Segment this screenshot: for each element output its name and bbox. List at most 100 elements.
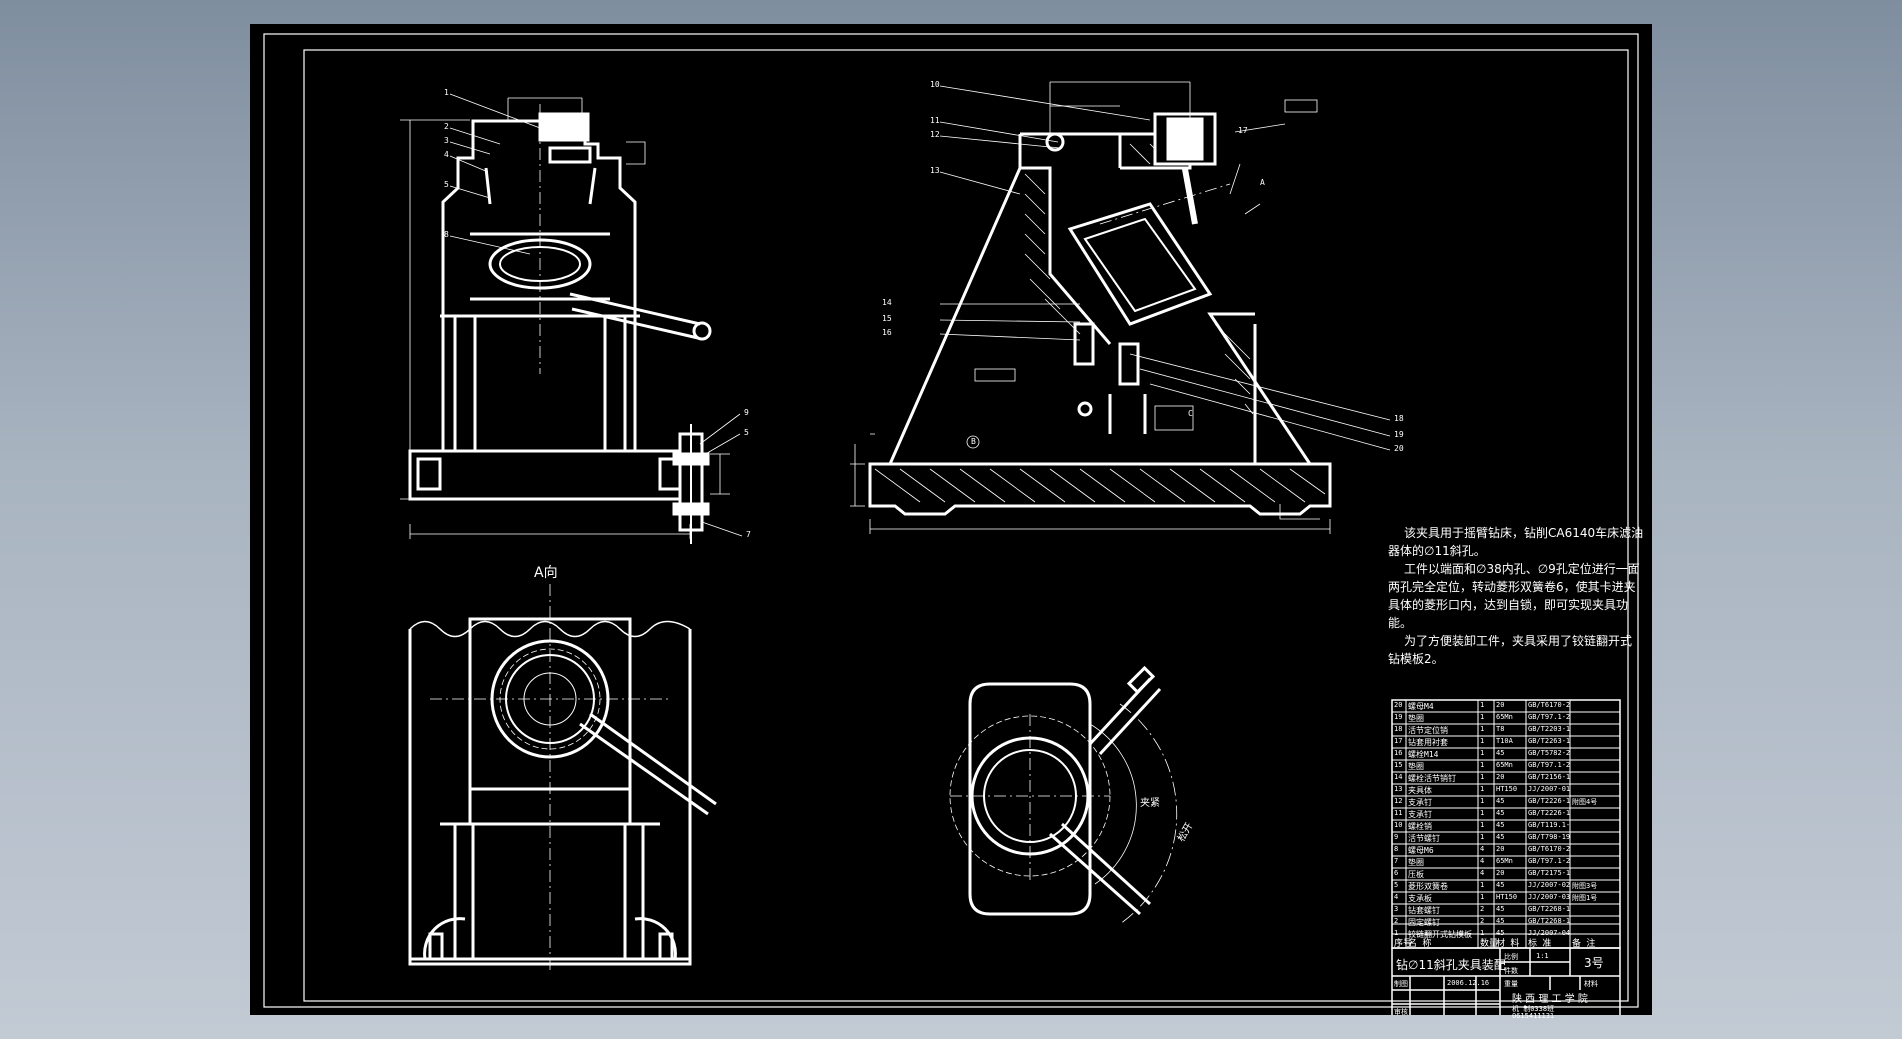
- front-view-dims: [400, 93, 743, 539]
- bom-cell-name: 支承钉: [1408, 798, 1432, 807]
- bom-cell-no: 19: [1394, 713, 1403, 721]
- bom-header-mat: 材 料: [1496, 939, 1520, 949]
- bom-cell-mat: 45: [1496, 833, 1505, 841]
- callout-18: 18: [1394, 414, 1404, 423]
- rotation-detail-arcs: [949, 703, 1178, 925]
- side-view: [868, 132, 1332, 516]
- callout-5: 5: [444, 180, 449, 189]
- bom-cell-mat: 65Mn: [1496, 857, 1513, 865]
- title-weight-label: 重量: [1504, 980, 1518, 988]
- bom-cell-qty: 1: [1480, 737, 1485, 745]
- bom-cell-no: 18: [1394, 725, 1403, 733]
- bom-cell-name: 垫圈: [1408, 714, 1424, 723]
- note-line-5: 具体的菱形口内，达到自锁，即可实现夹具功: [1388, 598, 1629, 612]
- bom-cell-std: GB/T2226-1991: [1528, 809, 1570, 817]
- note-line-3: 工件以端面和∅38内孔、∅9孔定位进行一面: [1404, 562, 1640, 576]
- bom-cell-no: 12: [1394, 797, 1403, 805]
- title-drawn-label: 制图: [1394, 980, 1408, 988]
- bom-cell-mat: 45: [1496, 917, 1505, 925]
- bom-cell-qty: 2: [1480, 917, 1485, 925]
- bom-cell-std: GB/T97.1-2002: [1528, 761, 1570, 769]
- bom-header-name: 名 称: [1408, 939, 1432, 949]
- bom-cell-std: JJ/2007-02: [1528, 881, 1570, 889]
- bom-cell-note: 附图1号: [1572, 894, 1598, 902]
- bom-cell-std: GB/T2263-1991: [1528, 737, 1570, 745]
- bom-cell-std: GB/T119.1-2000: [1528, 821, 1570, 829]
- note-line-6: 能。: [1388, 616, 1413, 630]
- bom-cell-no: 7: [1394, 857, 1399, 865]
- bom-cell-no: 17: [1394, 737, 1403, 745]
- bom-cell-no: 15: [1394, 761, 1403, 769]
- note-line-4: 两孔完全定位，转动菱形双簧卷6，使其卡进夹: [1388, 580, 1636, 594]
- outer-frame: [263, 33, 1639, 1008]
- bom-cell-qty: 1: [1480, 785, 1485, 793]
- bom-cell-mat: 65Mn: [1496, 761, 1513, 769]
- bom-cell-qty: 1: [1480, 809, 1485, 817]
- bom-cell-std: GB/T798-1988: [1528, 833, 1570, 841]
- callout-11: 11: [930, 116, 940, 125]
- bom-cell-name: 压板: [1408, 870, 1424, 879]
- bom-cell-name: 螺栓活节销钉: [1408, 774, 1456, 783]
- section-mark-b: B: [971, 437, 976, 446]
- callout-19: 19: [1394, 430, 1404, 439]
- bom-cell-std: GB/T6170-2000: [1528, 701, 1570, 709]
- title-scale-value: 1:1: [1536, 952, 1549, 960]
- bom-cell-name: 钻套螺钉: [1408, 906, 1440, 915]
- title-sheet-label: 件数: [1504, 967, 1518, 975]
- bom-cell-name: 螺栓销: [1408, 822, 1432, 831]
- bom-cell-mat: HT150: [1496, 893, 1518, 901]
- bom-cell-std: GB/T5782-2000: [1528, 749, 1570, 757]
- title-school: 陕 西 理 工 学 院: [1512, 994, 1588, 1005]
- title-student-id: 0615411131: [1512, 1012, 1555, 1020]
- bom-cell-name: 铰链翻开式钻模板: [1408, 930, 1472, 939]
- view-label-a: A向: [534, 565, 558, 581]
- bom-cell-no: 5: [1394, 881, 1399, 889]
- title-scale-label: 比例: [1504, 953, 1518, 961]
- callout-17: 17: [1238, 126, 1248, 135]
- bom-cell-qty: 1: [1480, 893, 1485, 901]
- callout-7: 7: [746, 530, 751, 539]
- cad-drawing: [263, 33, 1639, 1015]
- bom-cell-no: 9: [1394, 833, 1399, 841]
- callout-8: 8: [444, 230, 449, 239]
- title-drawing-name: 钻∅11斜孔夹具装配: [1396, 958, 1506, 972]
- drawing-sheet: 1 2 3 4 5 8 9 5 7 10 11 12 13 14 15 16 1…: [250, 24, 1652, 1020]
- bom-cell-qty: 1: [1480, 773, 1485, 781]
- bom-cell-std: GB/T2268-1991: [1528, 905, 1570, 913]
- a-view: [408, 617, 717, 966]
- callout-20: 20: [1394, 444, 1404, 453]
- bom-cell-qty: 1: [1480, 833, 1485, 841]
- bom-cell-std: GB/T2226-1991: [1528, 797, 1570, 805]
- note-line-8: 钻模板2。: [1388, 652, 1444, 666]
- bom-cell-std: JJ/2007-01: [1528, 785, 1570, 793]
- bom-cell-mat: 65Mn: [1496, 713, 1513, 721]
- bom-cell-name: 固定螺钉: [1408, 918, 1440, 927]
- side-view-dims: [850, 81, 1391, 534]
- bom-cell-qty: 1: [1480, 797, 1485, 805]
- a-view-dims: [430, 584, 670, 974]
- bom-cell-mat: 45: [1496, 881, 1505, 889]
- bom-cell-no: 6: [1394, 869, 1399, 877]
- side-view-drill-jig: [1045, 112, 1217, 434]
- bom-cell-no: 14: [1394, 773, 1403, 781]
- inner-frame: [303, 49, 1629, 1002]
- bom-header-std: 标 准: [1528, 939, 1552, 949]
- bom-cell-mat: 20: [1496, 773, 1505, 781]
- bom-cell-no: 10: [1394, 821, 1403, 829]
- bom-cell-name: 垫圈: [1408, 762, 1424, 771]
- bom-cell-no: 20: [1394, 701, 1403, 709]
- note-line-7: 为了方便装卸工件，夹具采用了铰链翻开式: [1404, 634, 1633, 648]
- callout-16: 16: [882, 328, 892, 337]
- bom-cell-note: 附图4号: [1572, 798, 1598, 806]
- bom-cell-note: 附图3号: [1572, 882, 1598, 890]
- bom-cell-qty: 1: [1480, 749, 1485, 757]
- front-view: [408, 112, 712, 544]
- bom-cell-no: 4: [1394, 893, 1399, 901]
- bom-cell-std: JJ/2007-03: [1528, 893, 1570, 901]
- title-block-grid: [1391, 947, 1621, 1015]
- bom-cell-mat: 20: [1496, 869, 1505, 877]
- callout-4: 4: [444, 150, 449, 159]
- bom-cell-no: 8: [1394, 845, 1399, 853]
- callout-2: 2: [444, 122, 449, 131]
- bom-cell-std: GB/T6170-2000: [1528, 845, 1570, 853]
